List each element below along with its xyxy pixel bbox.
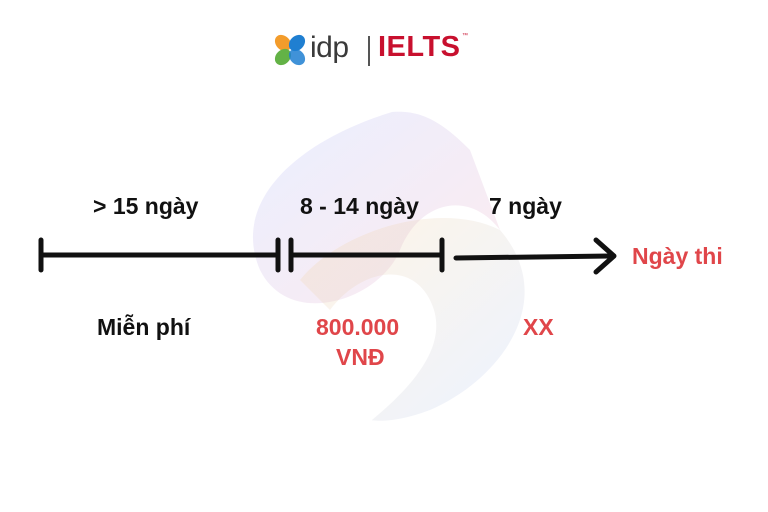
period-1-duration: > 15 ngày bbox=[93, 193, 198, 220]
period-3-duration: 7 ngày bbox=[489, 193, 562, 220]
period-3-fee: XX bbox=[523, 314, 554, 341]
period-2-fee-currency: VNĐ bbox=[336, 344, 385, 371]
period-1-fee: Miễn phí bbox=[97, 314, 190, 341]
period-2-fee-amount: 800.000 bbox=[316, 314, 399, 341]
period-2-duration: 8 - 14 ngày bbox=[300, 193, 419, 220]
exam-day-label: Ngày thi bbox=[632, 243, 723, 270]
timeline-segment-3 bbox=[456, 256, 610, 258]
